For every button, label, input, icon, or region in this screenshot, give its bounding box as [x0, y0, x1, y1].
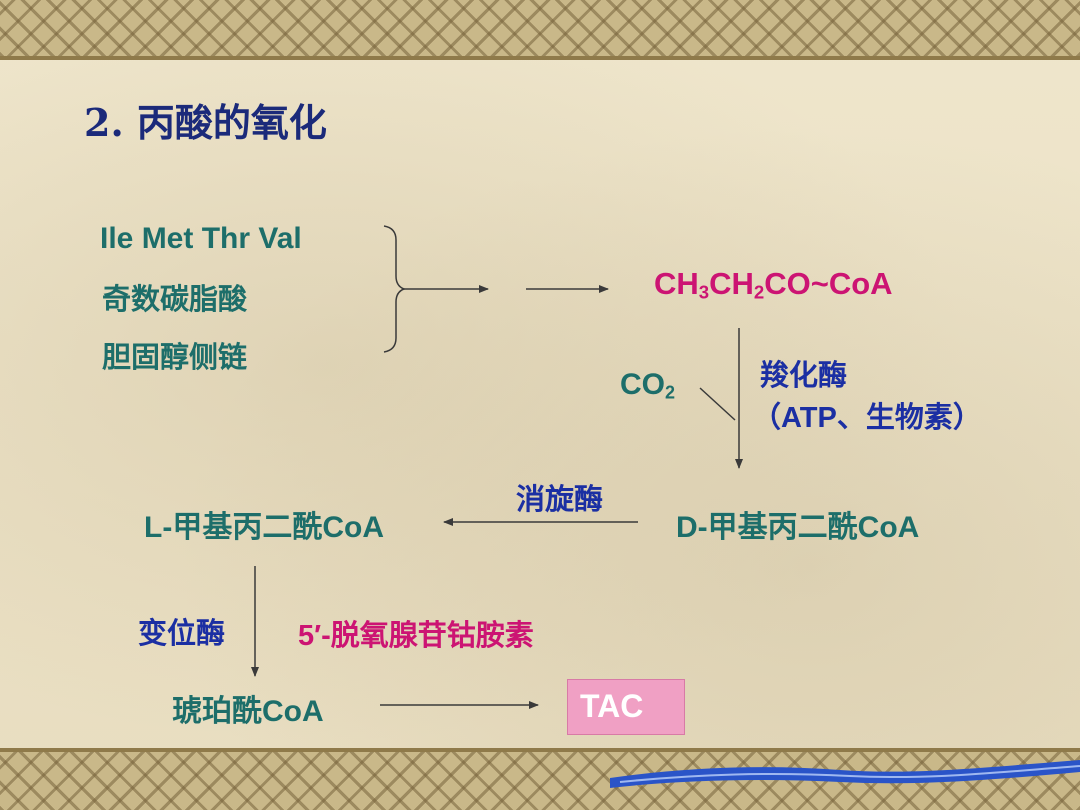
tac-box [567, 679, 685, 735]
top-border-edge [0, 56, 1080, 60]
bottom-border-edge [0, 748, 1080, 752]
tac-label: TAC [580, 688, 644, 724]
source-odd-fatty-acids: 奇数碳脂酸 [102, 282, 248, 316]
carboxylase-enzyme-label: 羧化酶 [760, 358, 848, 392]
source-amino-acids: Ile Met Thr Val [100, 222, 302, 255]
carboxylase-cofactors-label: （ATP、生物素） [752, 400, 982, 434]
slide-title: 2. 丙酸的氧化 [84, 100, 327, 145]
l-methylmalonyl-coa-label: L-甲基丙二酰CoA [144, 510, 384, 545]
co2-input-line [699, 387, 736, 421]
succinyl-coa-label: 琥珀酰CoA [172, 694, 324, 729]
sources-brace [383, 225, 407, 353]
d-methylmalonyl-coa-label: D-甲基丙二酰CoA [676, 510, 920, 545]
source-cholesterol-side-chain: 胆固醇侧链 [102, 340, 248, 374]
co2-label: CO2 [620, 368, 676, 403]
mutase-label: 变位酶 [138, 616, 226, 650]
top-decorative-border [0, 0, 1080, 56]
adenosylcobalamin-label: 5′-脱氧腺苷钴胺素 [298, 618, 534, 652]
propionyl-coa-label: CH3CH2CO~CoA [654, 266, 893, 303]
racemase-label: 消旋酶 [516, 482, 604, 516]
